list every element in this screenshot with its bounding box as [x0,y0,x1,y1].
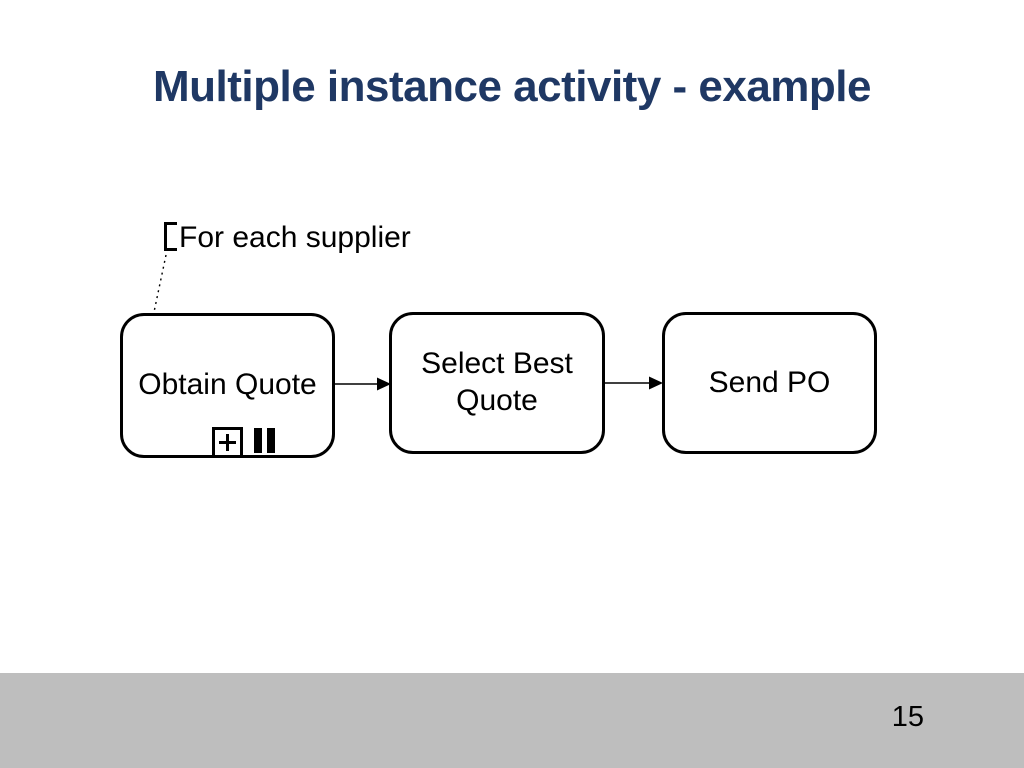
task-send-po-label: Send PO [708,365,831,399]
multi-instance-parallel-icon [254,428,275,453]
task-obtain-quote-label: Obtain Quote [138,368,317,402]
page-number: 15 [891,701,924,733]
annotation-association-line [153,254,167,313]
mi-bar-icon [267,428,275,453]
task-select-best-quote-label: Select Best Quote [421,347,573,417]
task-select-best-quote: Select Best Quote [389,312,605,454]
task-send-po: Send PO [662,312,877,454]
sequence-flow-arrow-2 [605,376,663,390]
annotation-text: For each supplier [179,221,411,254]
annotation-bracket-icon [164,222,177,251]
mi-bar-icon [254,428,262,453]
sequence-flow-arrow-1 [335,377,391,391]
subprocess-plus-icon [212,427,243,458]
slide-title: Multiple instance activity - example [152,62,872,111]
footer-bar: 15 [0,673,1024,768]
